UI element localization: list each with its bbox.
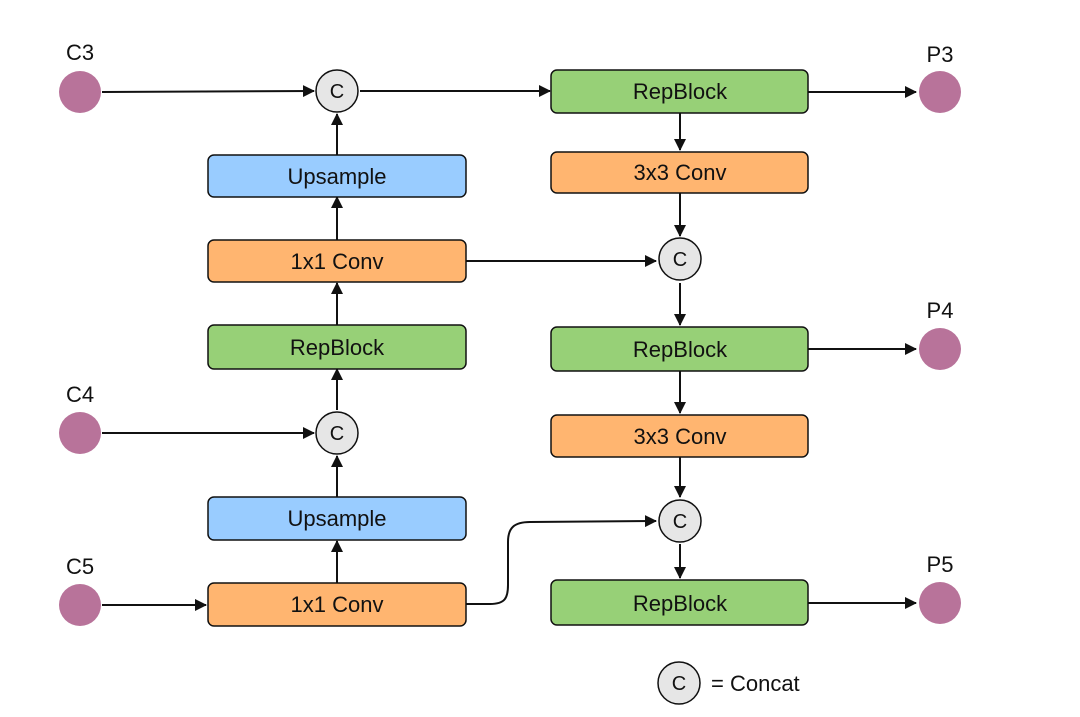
edges — [101, 85, 917, 611]
block-upsample-top-label: Upsample — [287, 164, 386, 189]
block-repblock-p3-label: RepBlock — [633, 79, 728, 104]
output-node-p4 — [919, 328, 961, 370]
concat-node-right-bottom-label: C — [673, 511, 687, 533]
input-c4: C4 — [59, 382, 101, 454]
block-repblock-p5: RepBlock — [550, 579, 809, 626]
output-label-p4: P4 — [927, 298, 954, 323]
block-repblock-p3: RepBlock — [550, 69, 809, 114]
concat-node-right-bottom: C — [658, 499, 702, 543]
block-repblock-p5-label: RepBlock — [633, 591, 728, 616]
legend-concat-symbol — [657, 661, 701, 705]
block-repblock-left: RepBlock — [207, 324, 467, 370]
block-repblock-left-label: RepBlock — [290, 335, 385, 360]
block-upsample-bottom: Upsample — [207, 496, 467, 541]
input-label-c4: C4 — [66, 382, 94, 407]
output-p4: P4 — [919, 298, 961, 370]
block-conv3x3-top: 3x3 Conv — [550, 151, 809, 194]
legend-text: = Concat — [711, 671, 800, 696]
edge-c3-to-concat — [101, 85, 315, 98]
block-repblock-p4: RepBlock — [550, 326, 809, 372]
input-label-c5: C5 — [66, 554, 94, 579]
output-node-p3 — [919, 71, 961, 113]
input-c5: C5 — [59, 554, 101, 626]
input-node-c5 — [59, 584, 101, 626]
block-conv1x1-top: 1x1 Conv — [207, 239, 467, 283]
block-conv1x1-bottom-label: 1x1 Conv — [291, 592, 384, 617]
output-label-p3: P3 — [927, 42, 954, 67]
block-conv1x1-top-label: 1x1 Conv — [291, 249, 384, 274]
legend: C = Concat — [657, 661, 800, 705]
block-conv3x3-bottom-label: 3x3 Conv — [634, 424, 727, 449]
output-p5: P5 — [919, 552, 961, 624]
input-node-c4 — [59, 412, 101, 454]
block-repblock-p4-label: RepBlock — [633, 337, 728, 362]
block-conv3x3-top-label: 3x3 Conv — [634, 160, 727, 185]
concat-node-right-top-label: C — [673, 249, 687, 271]
concat-node-right-top: C — [658, 237, 702, 281]
input-node-c3 — [59, 71, 101, 113]
concat-node-mid-left: C — [315, 411, 359, 455]
block-conv1x1-bottom: 1x1 Conv — [207, 582, 467, 627]
concat-node-mid-left-label: C — [330, 423, 344, 445]
block-conv3x3-bottom: 3x3 Conv — [550, 414, 809, 458]
input-c3: C3 — [59, 40, 101, 113]
output-p3: P3 — [919, 42, 961, 113]
legend-symbol-label: C — [672, 673, 686, 695]
input-label-c3: C3 — [66, 40, 94, 65]
output-node-p5 — [919, 582, 961, 624]
block-upsample-bottom-label: Upsample — [287, 506, 386, 531]
output-label-p5: P5 — [927, 552, 954, 577]
concat-node-top: C — [315, 69, 359, 113]
edge-conv1x1-bottom-to-concat-right — [466, 515, 657, 605]
concat-node-top-label: C — [330, 81, 344, 103]
block-upsample-top: Upsample — [207, 154, 467, 198]
